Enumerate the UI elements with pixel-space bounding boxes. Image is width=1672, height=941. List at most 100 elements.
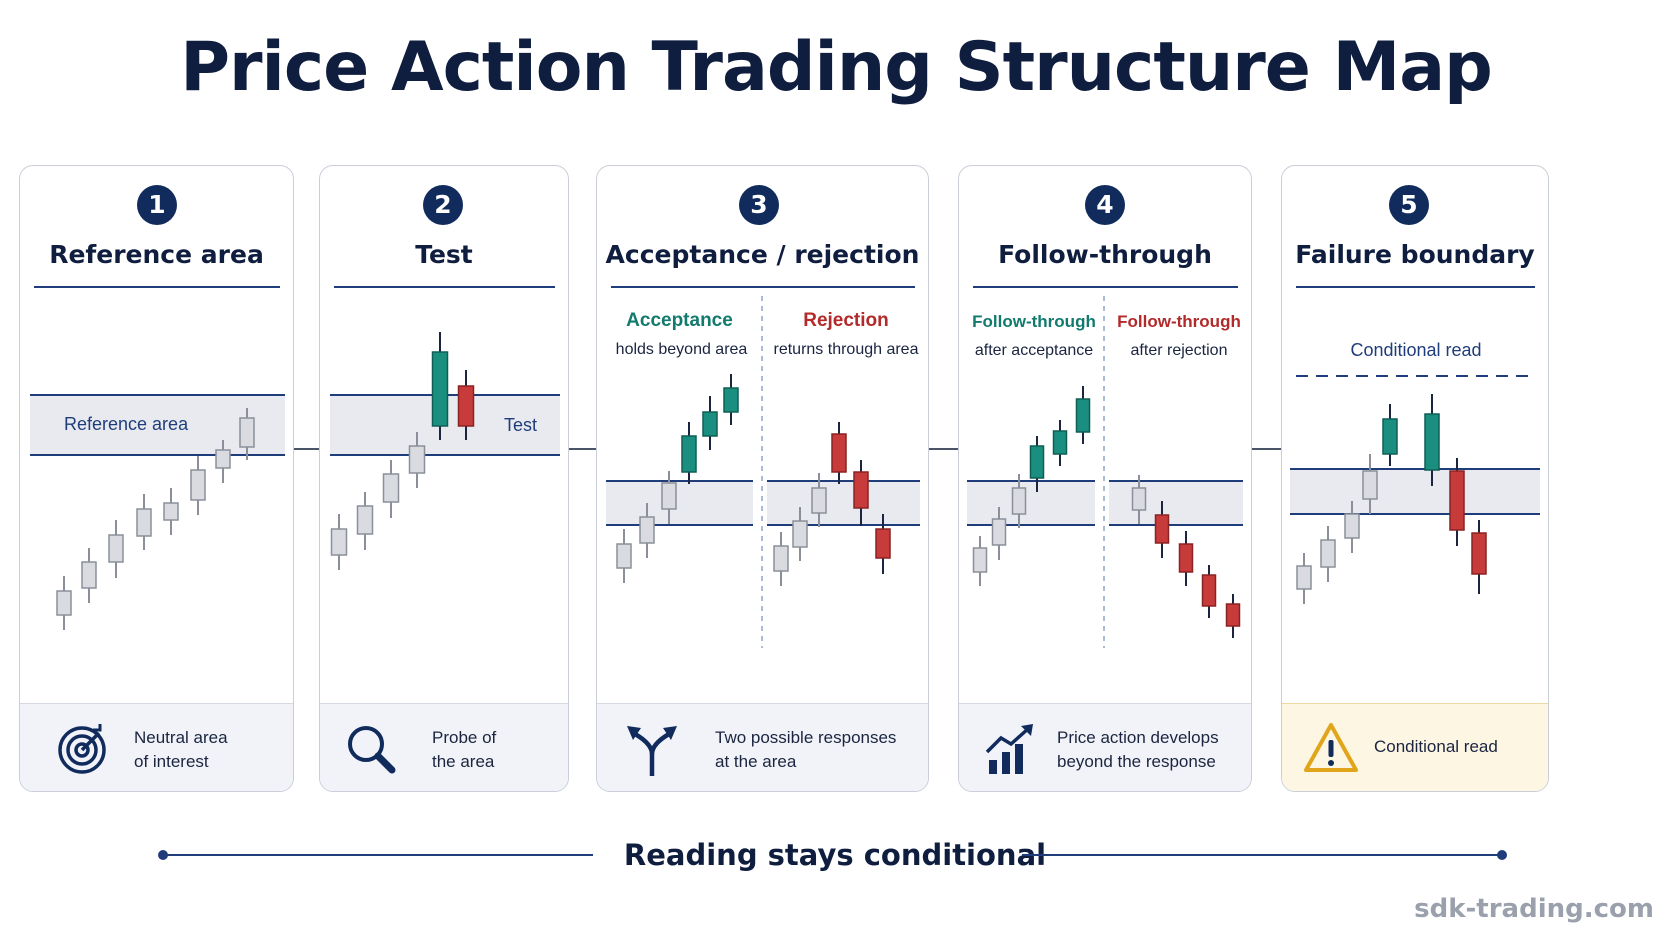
footer-text: Price action develops beyond the respons…: [1057, 728, 1219, 771]
target-icon: [58, 724, 106, 774]
candle-body: [792, 520, 808, 548]
step-number-badge: 5: [1389, 185, 1429, 225]
candle-body: [1011, 487, 1027, 515]
candlestick-chart: [330, 332, 560, 570]
card-title: Follow-through: [998, 240, 1212, 269]
step-number-badge: 3: [739, 185, 779, 225]
candles: [56, 408, 255, 630]
connector-1-2: [293, 448, 320, 450]
candle-body: [853, 471, 869, 509]
title-underline: [1296, 286, 1535, 288]
footer-text: Two possible responses at the area: [715, 728, 897, 771]
rejection-desc: returns through area: [773, 341, 919, 358]
card-acceptance-rejection: 3 Acceptance / rejection Acceptance hold…: [596, 165, 929, 792]
acceptance-desc: holds beyond area: [615, 341, 748, 358]
candle-body: [1424, 413, 1440, 471]
candle-body: [1052, 430, 1068, 455]
candles: [1296, 394, 1487, 604]
timeline-line-right: [1022, 854, 1502, 856]
follow-rejection-desc: after rejection: [1130, 342, 1228, 359]
timeline-end-dot: [1497, 850, 1507, 860]
card-chart: Follow-through after acceptance Follow-t…: [959, 288, 1251, 703]
card-footer: Conditional read: [1282, 703, 1548, 791]
card-title: Test: [415, 240, 473, 269]
candle-body: [1296, 565, 1312, 590]
zone-label: Test: [504, 415, 538, 435]
candle-body: [1154, 514, 1170, 544]
candle-body: [1362, 470, 1378, 500]
follow-acceptance-desc: after acceptance: [974, 342, 1094, 359]
card-title: Failure boundary: [1295, 240, 1535, 269]
title-underline: [334, 286, 555, 288]
title-underline: [611, 286, 915, 288]
title-underline: [34, 286, 280, 288]
card-title: Reference area: [49, 240, 264, 269]
step-number-badge: 1: [137, 185, 177, 225]
card-footer: Two possible responses at the area: [597, 703, 928, 791]
candle-body: [408, 445, 426, 474]
footer-text: Neutral area of interest: [134, 728, 228, 771]
step-number-badge: 4: [1085, 185, 1125, 225]
footer-text: Conditional read: [1374, 737, 1498, 756]
connector-4-5: [1251, 448, 1281, 450]
card-chart: Reference area: [20, 288, 293, 703]
candle-body: [1131, 487, 1147, 511]
candle-body: [81, 561, 97, 589]
candle-body: [56, 590, 72, 616]
follow-rejection-heading: Follow-through: [1117, 312, 1241, 331]
connector-2-3: [568, 448, 596, 450]
candle-body: [702, 411, 718, 437]
candle-body: [991, 518, 1007, 546]
candle-body: [661, 482, 677, 510]
conditional-read-label: Conditional read: [1350, 340, 1482, 360]
connector-3-4: [928, 448, 958, 450]
bar-chart-up-icon: [985, 724, 1033, 774]
candle-body: [681, 435, 697, 473]
candles: [616, 374, 891, 586]
candle-body: [811, 487, 827, 514]
magnifier-icon: [348, 726, 396, 774]
candle-body: [639, 516, 655, 544]
diagram-title: Price Action Trading Structure Map: [180, 28, 1493, 107]
timeline-line-left: [163, 854, 593, 856]
zone-label: Reference area: [64, 414, 189, 434]
card-reference-area: 1 Reference area Reference area Neutral …: [19, 165, 294, 792]
candle-body: [1449, 470, 1465, 531]
card-footer: Neutral area of interest: [20, 703, 293, 791]
card-chart: Test: [320, 288, 568, 703]
candlestick-chart: [1290, 375, 1540, 604]
card-footer: Price action develops beyond the respons…: [959, 703, 1251, 791]
footer-text: Probe of the area: [432, 728, 497, 771]
candle-body: [108, 534, 124, 563]
candlestick-chart: [606, 296, 920, 648]
card-follow-through: 4 Follow-through Follow-through after ac…: [958, 165, 1252, 792]
candle-body: [1029, 445, 1045, 479]
candle-body: [239, 417, 255, 448]
candle-body: [215, 449, 231, 469]
candle-body: [773, 545, 789, 572]
acceptance-heading: Acceptance: [626, 310, 733, 331]
candle-body: [616, 543, 632, 569]
bottom-caption: Reading stays conditional: [623, 838, 1047, 872]
card-footer: Probe of the area: [320, 703, 568, 791]
watermark: sdk-trading.com: [1414, 894, 1654, 924]
candle-body: [136, 508, 152, 537]
candle-body: [1178, 543, 1194, 573]
candle-body: [382, 473, 400, 503]
candle-body: [330, 528, 348, 556]
candle-body: [723, 387, 739, 413]
candle-body: [1471, 532, 1487, 575]
card-test: 2 Test Test Probe of the area: [319, 165, 569, 792]
card-title: Acceptance / rejection: [605, 240, 920, 269]
candlestick-chart: [967, 296, 1243, 648]
candle-body: [1201, 574, 1217, 607]
candle-body: [1320, 539, 1336, 568]
candle-body: [1075, 398, 1091, 433]
candle-body: [831, 433, 847, 473]
candle-body: [972, 547, 988, 573]
title-underline: [973, 286, 1238, 288]
step-number-badge: 2: [423, 185, 463, 225]
candle-body: [1344, 513, 1360, 539]
candle-body: [457, 385, 475, 427]
split-arrows-icon: [627, 726, 677, 776]
